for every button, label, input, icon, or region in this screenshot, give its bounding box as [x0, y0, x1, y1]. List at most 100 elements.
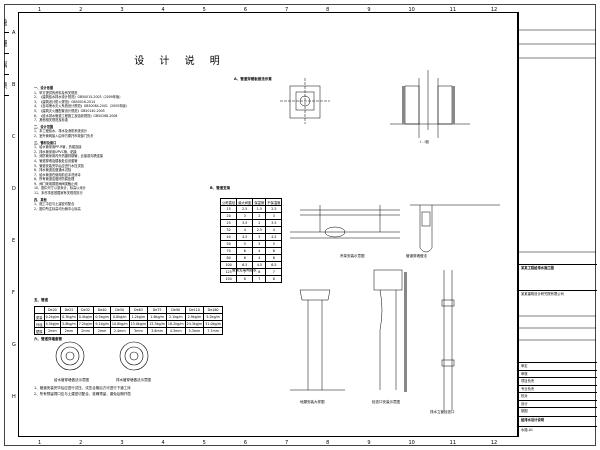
note-line: 9、阀门采用铜质闸阀或截止阀 — [34, 181, 78, 186]
pipe-table-label: 五、管道 — [34, 298, 48, 302]
bottom-note: 1、管道安装完毕后应进行试压，试压合格后方可进行下道工序 — [34, 386, 131, 390]
note-line: 3、消防管采用内外热镀锌钢管，丝接或沟槽连接 — [34, 154, 103, 159]
note-line: 5、《建筑灭火器配置设计规范》GB50140-2005 — [34, 108, 105, 113]
grid-letter: C — [12, 134, 16, 140]
grid-number: 11 — [449, 440, 457, 446]
note-line: 2、《建筑给水排水设计规范》GB50015-2003（2009年版） — [34, 95, 123, 100]
grid-letter: B — [12, 82, 16, 88]
title-block-row: 制图 — [519, 407, 597, 415]
note-line: 1、给水管采用PP-R管，热熔连接 — [34, 145, 82, 150]
detail-caption: 地漏安装大样图 — [300, 400, 325, 404]
title-block: 某某工程给排水施工图 某某建筑设计研究院有限公司 审定审核项目负责专业负责校对设… — [518, 12, 597, 437]
notes-heading: 四、其他 — [34, 197, 47, 202]
grid-number: 11 — [449, 7, 457, 13]
sheet-code: 水施-01 — [519, 426, 597, 437]
title-block-row: 审核 — [519, 369, 597, 378]
note-line: 1、本工程给水、排水及消防系统设计 — [34, 129, 88, 134]
grid-number: 1 — [38, 440, 42, 446]
detail-caption: 吊架安装示意图 — [340, 254, 365, 258]
bottom-note: 2、所有预留洞口应与土建密切配合，准确预留，避免后期开凿 — [34, 392, 131, 396]
drawing-frame — [18, 12, 518, 437]
outer-border — [4, 4, 596, 446]
grid-number: 4 — [161, 7, 165, 13]
grid-number: 10 — [408, 7, 415, 13]
grid-number: 8 — [326, 7, 330, 13]
grid-number: 2 — [79, 440, 83, 446]
title-block-row: 专业负责 — [519, 384, 597, 393]
grid-number: 5 — [202, 7, 206, 13]
sheet-name: 给排水设计说明 — [519, 416, 597, 426]
table-cell: 7.7mm — [203, 327, 223, 335]
grid-number: 7 — [285, 440, 289, 446]
table-caption: 管道支架间距表 — [232, 268, 257, 272]
note-line: 6、《给水排水管道工程施工及验收规范》GB50268-2008 — [34, 113, 118, 118]
table-cell: 8 — [236, 275, 254, 283]
grid-number: 6 — [243, 440, 248, 446]
grid-number: 10 — [408, 440, 415, 446]
note-line: 4、管道穿墙及楼板处应设套管 — [34, 158, 78, 163]
notes-heading: 一、设计依据 — [34, 86, 54, 90]
note-line: 2、图中所注标高均为管中心标高 — [34, 206, 81, 211]
section-caption: I - I剖 — [420, 140, 430, 144]
signoff-cell: 结构 — [4, 54, 9, 75]
company-name: 某某建筑设计研究院有限公司 — [519, 290, 597, 314]
grid-number: 2 — [79, 7, 83, 13]
grid-number: 7 — [285, 7, 289, 13]
grid-number: 8 — [326, 440, 330, 446]
grid-number: 12 — [490, 7, 498, 13]
table-cell: 2mm — [43, 327, 62, 335]
note-line: 7、其他相关规范及标准 — [34, 118, 68, 123]
note-line: 11、未尽事宜按国家有关规范执行 — [34, 191, 83, 196]
note-line: 8、所有管道应做好防腐处理 — [34, 177, 75, 182]
signoff-block: 会签 建筑 结构 电气 — [4, 12, 19, 96]
notes-heading: 三、管材及接口 — [34, 140, 57, 145]
detail-caption: 检查口安装示意图 — [372, 400, 400, 404]
grid-letter: G — [12, 342, 16, 348]
note-line: 2、排水管采用UPVC管，粘接 — [34, 149, 77, 154]
note-line: 4、《自动喷水灭火系统设计规范》GB50084-2001（2005年版） — [34, 104, 129, 109]
grid-letter: H — [12, 394, 16, 400]
note-line: 7、给水管道在使用前应冲洗消毒 — [34, 172, 81, 177]
note-line: 3、《建筑设计防火规范》GB50016-2014 — [34, 99, 96, 104]
grid-number: 6 — [243, 7, 248, 13]
signoff-cell: 建筑 — [4, 33, 9, 54]
title-block-row: 校对 — [519, 392, 597, 400]
grid-letter: D — [12, 186, 16, 192]
page-title: 设 计 说 明 — [134, 56, 226, 67]
circle-caption: 排水管穿墙做法示意图 — [116, 378, 151, 382]
grid-number: 9 — [367, 440, 371, 446]
section-label: A、管道穿楼板做法示意 — [234, 77, 272, 81]
project-label: 某某工程给排水施工图 — [519, 264, 597, 278]
grid-number: 12 — [490, 440, 498, 446]
title-block-row: 设计 — [519, 399, 597, 408]
grid-number: 3 — [120, 440, 124, 446]
grid-number: 9 — [367, 7, 371, 13]
grid-number: 1 — [38, 7, 42, 13]
detail-label: 六、管道穿墙套管 — [34, 337, 62, 341]
grid-number: 5 — [202, 440, 206, 446]
grid-number: 3 — [120, 7, 124, 13]
grid-letter: A — [12, 30, 16, 36]
title-block-row: 审定 — [519, 362, 597, 370]
grid-letter: E — [12, 238, 16, 244]
signoff-cell: 会签 — [4, 12, 9, 33]
note-line: 2、室外管网接入由甲方委托市政部门负责 — [34, 133, 94, 138]
note-line: 1、施工中应与土建密切配合 — [34, 202, 75, 207]
note-line: 10、图中尺寸以毫米计，标高以米计 — [34, 186, 86, 191]
grid-number: 4 — [161, 440, 165, 446]
note-line: 5、管道安装完毕后应进行水压试验 — [34, 163, 84, 168]
circle-caption: 给水管穿墙做法示意图 — [54, 378, 89, 382]
table-cell: 8 — [265, 275, 283, 283]
note-line: 1、甲方提供的资料及有关规范 — [34, 90, 78, 95]
detail-caption: 排水立管检查口 — [430, 410, 455, 414]
detail-caption: 管道穿墙做法 — [406, 254, 427, 258]
